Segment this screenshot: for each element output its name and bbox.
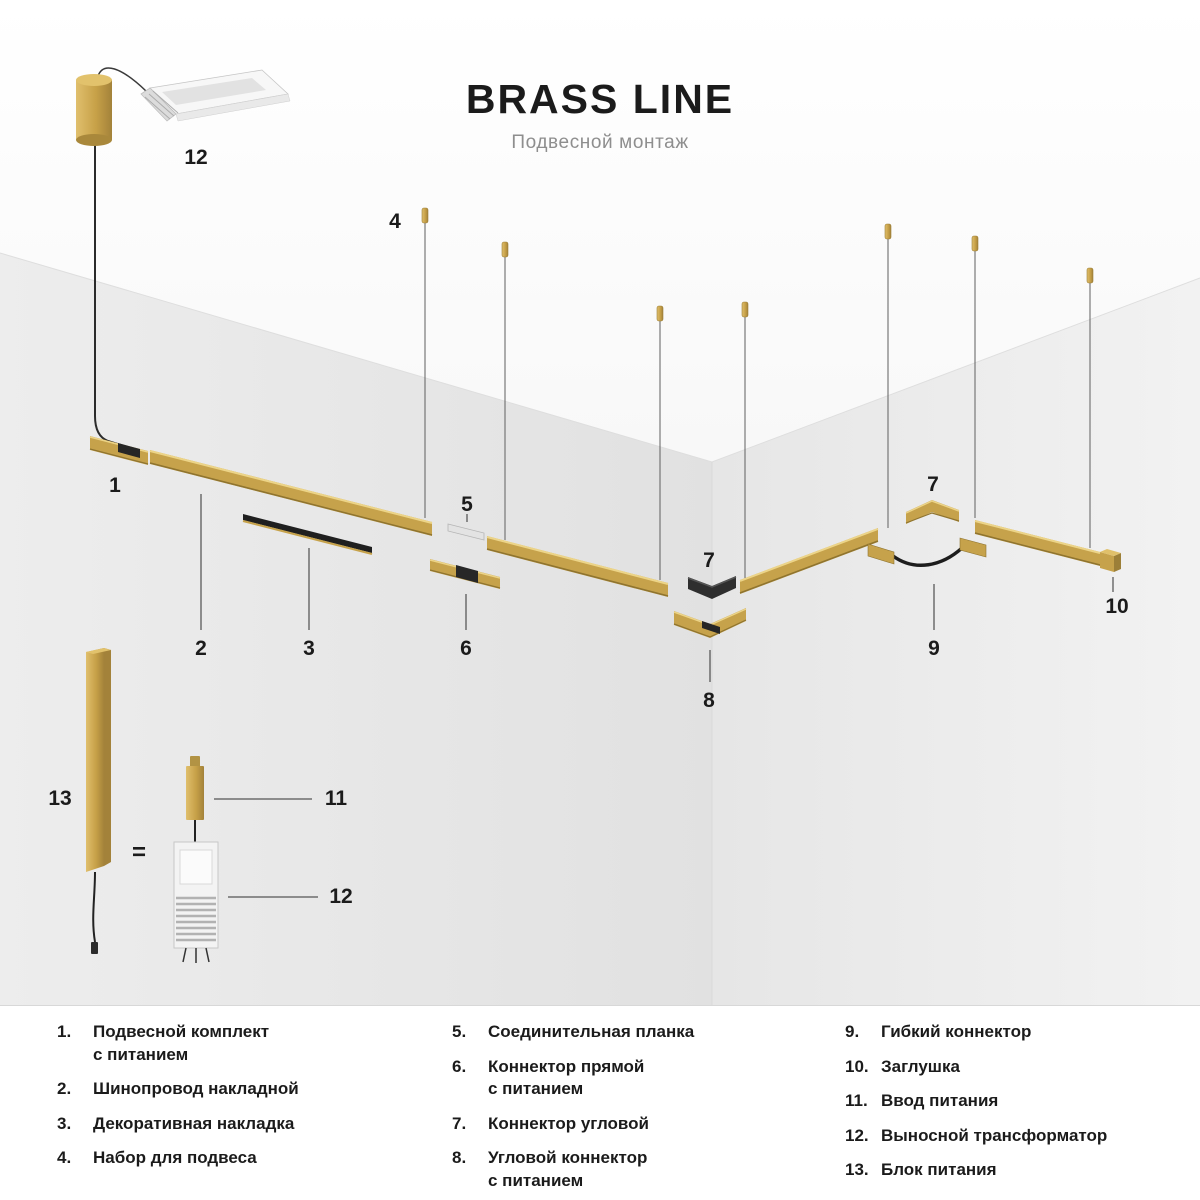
callout-2: 2 xyxy=(195,637,207,660)
legend-item: 10. Заглушка xyxy=(845,1056,1185,1079)
power-input xyxy=(186,756,204,842)
wire-ceiling-fittings xyxy=(421,207,1094,322)
left-wall xyxy=(0,253,712,1005)
track-segment-4 xyxy=(974,520,1101,566)
canopy-cylinder xyxy=(76,67,147,447)
callout-12-profile: 12 xyxy=(184,146,208,169)
legend-item: 12. Выносной трансформатор xyxy=(845,1125,1185,1148)
legend-item: 13. Блок питания xyxy=(845,1159,1185,1182)
legend-item: 3. Декоративная накладка xyxy=(57,1113,427,1136)
legend-num: 5. xyxy=(452,1022,467,1041)
legend-label: Угловой коннектор с питанием xyxy=(488,1148,648,1191)
corner-connector xyxy=(687,576,737,599)
callout-7-right: 7 xyxy=(927,473,939,496)
legend-num: 3. xyxy=(57,1113,72,1133)
corner-connector-powered xyxy=(673,608,747,638)
track-segment-3 xyxy=(739,528,879,594)
suspension-wires xyxy=(424,222,1091,580)
legend-column-3: 9. Гибкий коннектор 10. Заглушка 11. Вво… xyxy=(845,1021,1185,1182)
legend-num: 11. xyxy=(845,1091,868,1111)
legend-label: Гибкий коннектор xyxy=(881,1022,1032,1041)
callout-6: 6 xyxy=(460,637,472,660)
legend-label: Ввод питания xyxy=(881,1091,999,1111)
legend-num: 4. xyxy=(57,1148,72,1168)
legend-num: 7. xyxy=(452,1113,467,1133)
legend-item: 8. Угловой коннектор с питанием xyxy=(452,1147,822,1192)
legend-num: 2. xyxy=(57,1079,72,1099)
legend-label: Подвесной комплект с питанием xyxy=(93,1022,270,1064)
equals-sign: = xyxy=(131,839,147,866)
callout-11: 11 xyxy=(324,787,348,810)
joining-plate xyxy=(447,523,485,541)
legend-label: Шинопровод накладной xyxy=(93,1079,299,1099)
callout-1: 1 xyxy=(109,474,121,497)
legend-label: Коннектор прямой с питанием xyxy=(488,1056,645,1099)
straight-connector-powered xyxy=(429,559,501,589)
ceiling xyxy=(0,0,1200,462)
power-feed-connector xyxy=(89,436,149,465)
legend-column-1: 1. Подвесной комплект с питанием 2. Шино… xyxy=(57,1021,427,1170)
legend-column-2: 5. Соединительная планка 6. Коннектор пр… xyxy=(452,1021,822,1193)
track-segment-1 xyxy=(149,450,433,536)
callout-3: 3 xyxy=(303,637,315,660)
legend-item: 2. Шинопровод накладной xyxy=(57,1078,427,1101)
callout-4: 4 xyxy=(389,210,401,233)
legend-num: 8. xyxy=(452,1148,467,1168)
legend-num: 13. xyxy=(845,1160,869,1180)
legend-item: 4. Набор для подвеса xyxy=(57,1147,427,1170)
right-wall xyxy=(712,278,1200,1005)
track-segment-2 xyxy=(486,536,669,597)
legend-item: 11. Ввод питания xyxy=(845,1090,1185,1113)
legend-num: 1. xyxy=(57,1022,72,1041)
legend: 1. Подвесной комплект с питанием 2. Шино… xyxy=(0,1005,1200,1200)
legend-item: 7. Коннектор угловой xyxy=(452,1113,822,1136)
callout-7-corner: 7 xyxy=(703,549,715,572)
power-supply-bar xyxy=(86,648,111,954)
end-cap xyxy=(1100,549,1121,572)
flexible-connector xyxy=(867,537,987,568)
legend-item: 6. Коннектор прямой с питанием xyxy=(452,1056,822,1101)
legend-num: 9. xyxy=(845,1022,860,1041)
legend-label: Набор для подвеса xyxy=(93,1148,257,1168)
callout-9: 9 xyxy=(928,637,940,660)
callout-13: 13 xyxy=(48,787,72,810)
legend-num: 10. xyxy=(845,1056,869,1076)
legend-label: Декоративная накладка xyxy=(93,1113,295,1133)
legend-label: Выносной трансформатор xyxy=(881,1125,1108,1145)
callout-5: 5 xyxy=(461,493,473,516)
legend-label: Коннектор угловой xyxy=(488,1113,649,1133)
callout-12: 12 xyxy=(329,885,353,908)
legend-item: 5. Соединительная планка xyxy=(452,1021,822,1044)
callout-8: 8 xyxy=(703,689,715,712)
decorative-cover xyxy=(242,514,373,555)
scene-illustration xyxy=(0,0,1200,1005)
legend-label: Заглушка xyxy=(881,1056,960,1076)
legend-num: 6. xyxy=(452,1056,467,1076)
legend-item: 1. Подвесной комплект с питанием xyxy=(57,1021,427,1066)
legend-num: 12. xyxy=(845,1125,869,1145)
callout-10: 10 xyxy=(1105,595,1129,618)
callout-leaders xyxy=(200,494,1114,898)
legend-item: 9. Гибкий коннектор xyxy=(845,1021,1185,1044)
corner-connector-right xyxy=(905,500,960,524)
recessed-profile xyxy=(140,69,291,122)
transformer-unit xyxy=(173,841,219,963)
legend-label: Соединительная планка xyxy=(488,1022,695,1041)
legend-label: Блок питания xyxy=(881,1160,997,1180)
